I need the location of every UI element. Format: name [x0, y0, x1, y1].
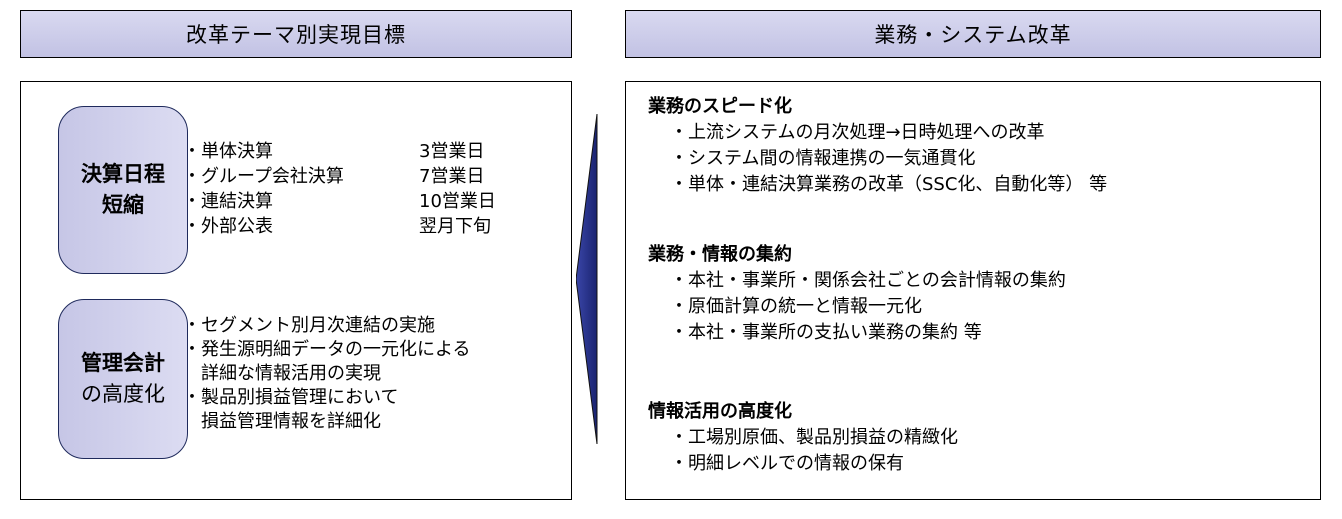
section-items: ・工場別原価、製品別損益の精緻化 ・明細レベルでの情報の保有 — [648, 425, 958, 477]
management-item: ・発生源明細データの一元化による詳細な情報活用の実現 — [183, 339, 471, 384]
management-list: ・セグメント別月次連結の実施 ・発生源明細データの一元化による詳細な情報活用の実… — [183, 314, 470, 434]
section-items: ・上流システムの月次処理→日時処理への改革 ・システム間の情報連携の一気通貫化 … — [648, 120, 1107, 198]
pill-management-line2: の高度化 — [81, 382, 165, 406]
left-arrow-icon — [576, 114, 598, 444]
right-header-title: 業務・システム改革 — [874, 23, 1072, 47]
section-consolidation: 業務・情報の集約 ・本社・事業所・関係会社ごとの会計情報の集約 ・原価計算の統一… — [648, 242, 1066, 346]
pill-management-line1: 管理会計 — [81, 351, 165, 375]
management-item: ・製品別損益管理において損益管理情報を詳細化 — [183, 386, 470, 434]
schedule-label: 連結決算 — [201, 191, 273, 212]
section-item: ・システム間の情報連携の一気通貫化 — [670, 148, 976, 169]
section-items: ・本社・事業所・関係会社ごとの会計情報の集約 ・原価計算の統一と情報一元化 ・本… — [648, 268, 1066, 346]
pill-management-accounting: 管理会計 の高度化 — [58, 299, 188, 459]
right-header: 業務・システム改革 — [625, 10, 1321, 58]
section-item: ・明細レベルでの情報の保有 — [670, 453, 904, 474]
section-item: ・工場別原価、製品別損益の精緻化 — [670, 427, 958, 448]
pill-schedule-shortening: 決算日程 短縮 — [58, 106, 188, 274]
schedule-value: 翌月下旬 — [419, 216, 491, 237]
schedule-label: グループ会社決算 — [201, 166, 344, 187]
section-title: 業務・情報の集約 — [648, 244, 792, 265]
section-utilization: 情報活用の高度化 ・工場別原価、製品別損益の精緻化 ・明細レベルでの情報の保有 — [648, 399, 958, 477]
schedule-item: ・外部公表翌月下旬 — [183, 216, 491, 237]
management-text-cont: 損益管理情報を詳細化 — [201, 411, 381, 432]
management-item: ・セグメント別月次連結の実施 — [183, 315, 435, 336]
section-item: ・本社・事業所の支払い業務の集約 等 — [670, 322, 982, 343]
pill-schedule-line2: 短縮 — [102, 193, 144, 217]
section-item: ・本社・事業所・関係会社ごとの会計情報の集約 — [670, 270, 1066, 291]
section-item: ・単体・連結決算業務の改革（SSC化、自動化等） 等 — [670, 174, 1108, 195]
section-item: ・上流システムの月次処理→日時処理への改革 — [670, 122, 1045, 143]
section-speed: 業務のスピード化 ・上流システムの月次処理→日時処理への改革 ・システム間の情報… — [648, 94, 1107, 198]
schedule-label: 単体決算 — [201, 141, 273, 162]
schedule-value: 7営業日 — [419, 166, 485, 187]
schedule-value: 10営業日 — [419, 191, 496, 212]
pill-schedule-line1: 決算日程 — [81, 162, 165, 186]
management-text: セグメント別月次連結の実施 — [201, 315, 435, 336]
section-title: 情報活用の高度化 — [648, 401, 792, 422]
section-title: 業務のスピード化 — [648, 96, 792, 117]
left-header-title: 改革テーマ別実現目標 — [186, 23, 406, 47]
management-text: 発生源明細データの一元化による — [201, 339, 471, 360]
management-text: 製品別損益管理において — [201, 387, 399, 408]
left-header: 改革テーマ別実現目標 — [20, 10, 572, 58]
section-item: ・原価計算の統一と情報一元化 — [670, 296, 922, 317]
management-text-cont: 詳細な情報活用の実現 — [201, 363, 381, 384]
schedule-value: 3営業日 — [419, 141, 485, 162]
schedule-label: 外部公表 — [201, 216, 273, 237]
right-panel: 業務のスピード化 ・上流システムの月次処理→日時処理への改革 ・システム間の情報… — [625, 81, 1321, 500]
